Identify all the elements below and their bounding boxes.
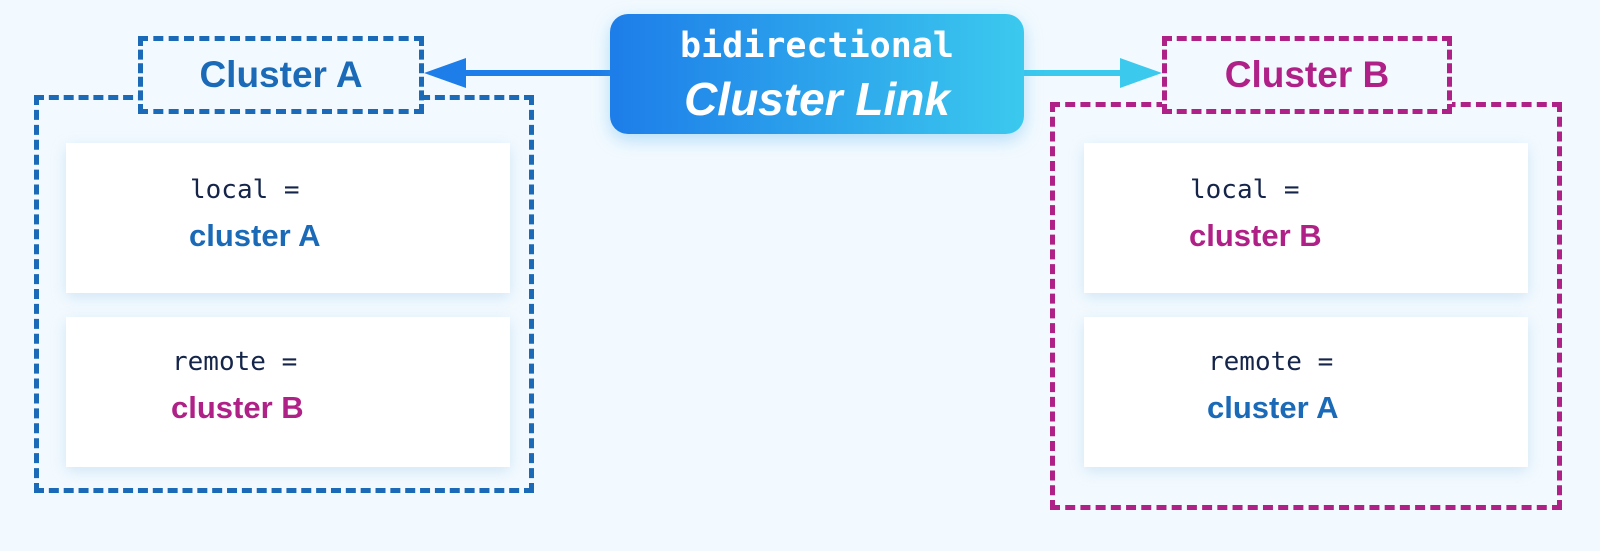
cluster-b-remote-card: remote = cluster A: [1084, 317, 1528, 467]
cluster-b-remote-key: remote =: [1208, 347, 1334, 377]
cluster-b-title: Cluster B: [1162, 36, 1452, 114]
arrow-left-head: [424, 58, 466, 88]
cluster-b-local-value: cluster B: [1189, 218, 1322, 253]
arrow-right-head: [1120, 58, 1162, 88]
cluster-b-local-card: local = cluster B: [1084, 143, 1528, 293]
cluster-a-local-value: cluster A: [189, 218, 321, 253]
cluster-a-local-card: local = cluster A: [66, 143, 510, 293]
cluster-a-remote-key: remote =: [172, 347, 298, 377]
link-label-line2: Cluster Link: [684, 73, 950, 125]
cluster-link-badge: bidirectional Cluster Link: [610, 14, 1024, 134]
cluster-a-title: Cluster A: [138, 36, 424, 114]
link-label-line1: bidirectional: [680, 26, 954, 66]
cluster-b-local-key: local =: [1190, 175, 1300, 205]
cluster-a-remote-card: remote = cluster B: [66, 317, 510, 467]
cluster-b-remote-value: cluster A: [1207, 390, 1339, 425]
cluster-a-local-key: local =: [190, 175, 300, 205]
cluster-a-remote-value: cluster B: [171, 390, 304, 425]
